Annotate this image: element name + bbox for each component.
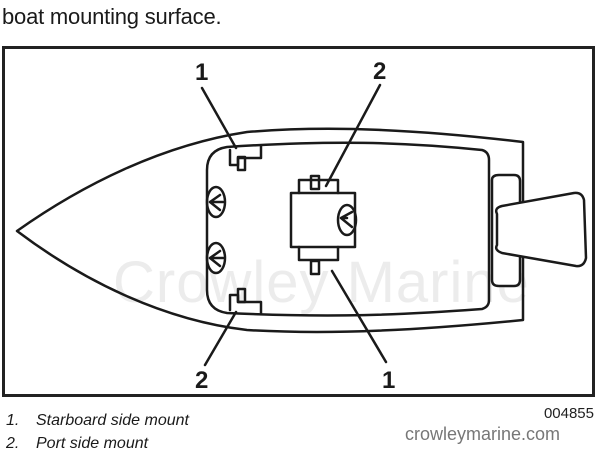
callout-2-top: 2 (373, 58, 386, 85)
intro-text: boat mounting surface. (2, 4, 222, 29)
site-credit: crowleymarine.com (404, 424, 560, 444)
legend-number: 2. (6, 435, 20, 452)
callout-1-bottom: 1 (382, 367, 395, 394)
legend-label: Port side mount (36, 435, 149, 452)
boat-diagram-figure: Crowley Marine (2, 46, 595, 397)
legend: 1. Starboard side mount 2. Port side mount (6, 409, 189, 455)
figure-number: 004855 (543, 405, 594, 422)
callout-2-bottom: 2 (195, 367, 208, 394)
boat-hull-icon: 1 2 2 1 (15, 58, 588, 394)
legend-label: Starboard side mount (36, 412, 189, 429)
callout-1-top: 1 (195, 59, 208, 86)
legend-item: 1. Starboard side mount (6, 409, 189, 432)
legend-number: 1. (6, 412, 20, 429)
legend-item: 2. Port side mount (6, 432, 189, 455)
